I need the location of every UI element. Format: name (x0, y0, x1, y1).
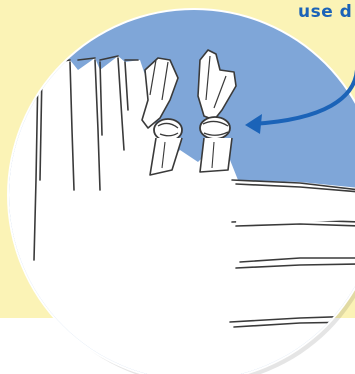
callout-text: use d (298, 2, 353, 22)
fabric-body (9, 56, 355, 374)
strip-gaps (236, 188, 355, 224)
knot-left (153, 118, 183, 142)
pointer-arrow-icon (245, 62, 355, 134)
knot-strip-left (141, 57, 183, 176)
knot-strip-right (197, 49, 237, 173)
